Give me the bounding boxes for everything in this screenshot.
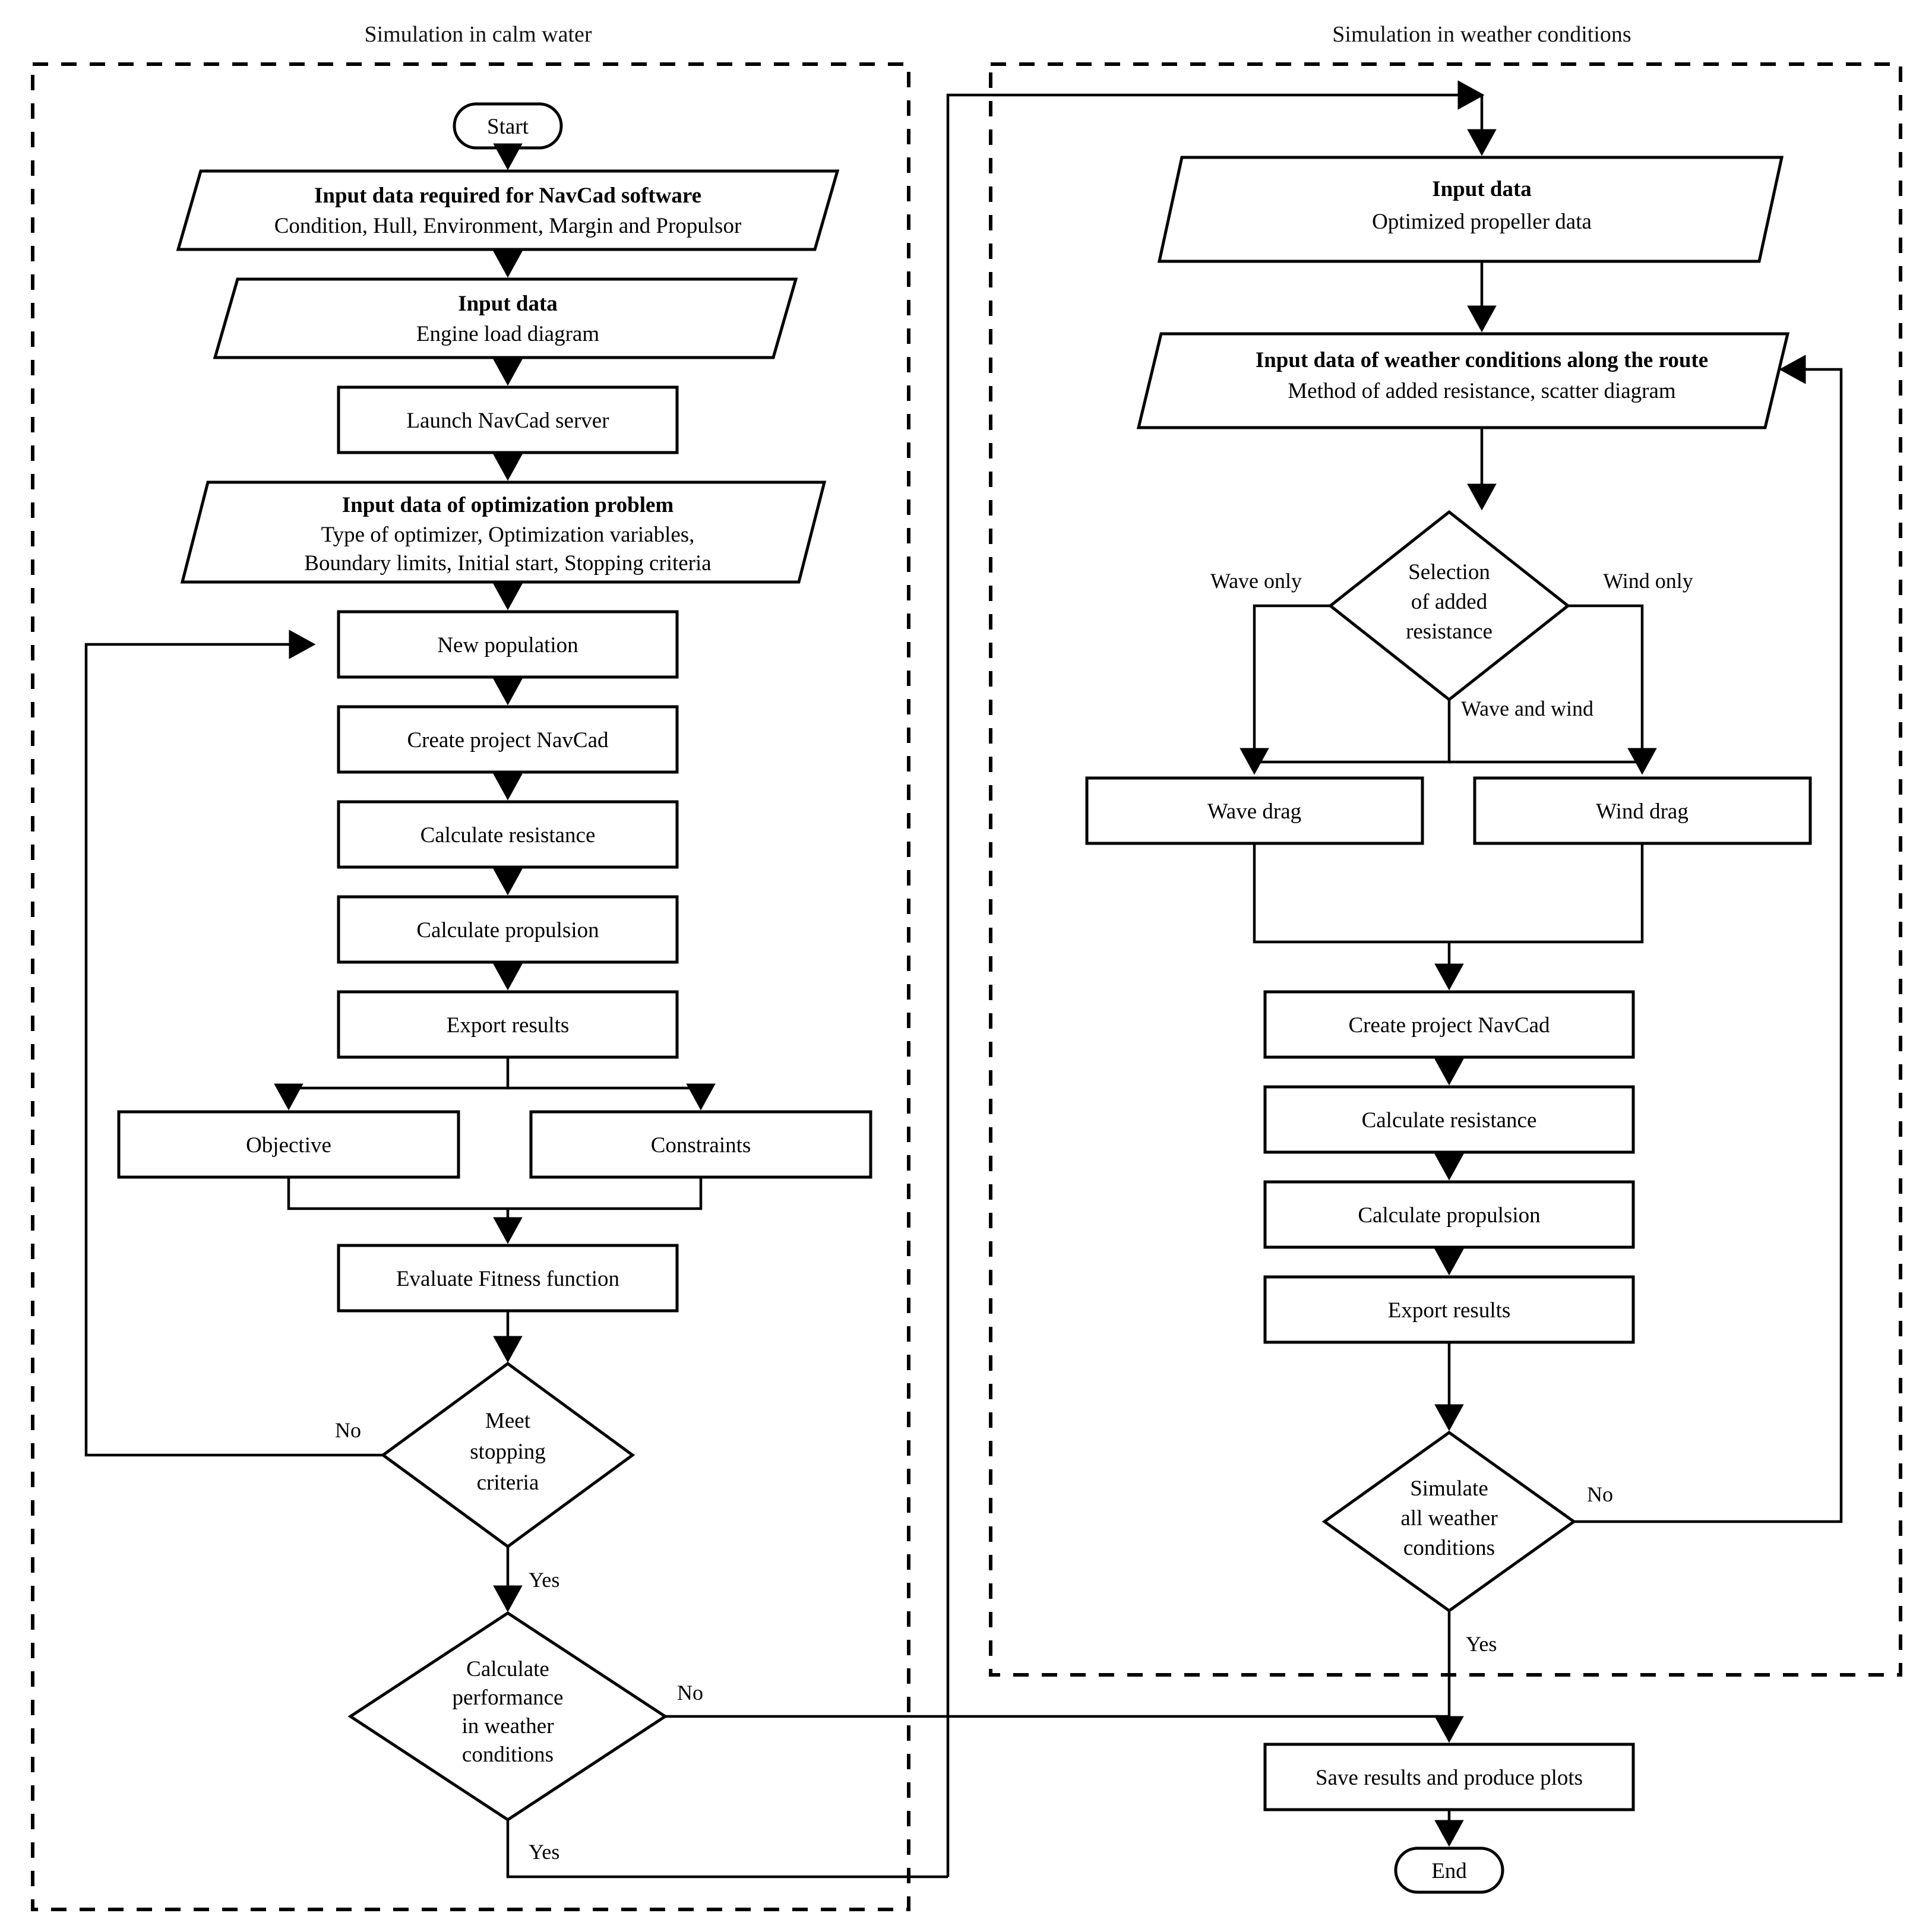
node-input-navcad [176, 169, 840, 251]
node-input-engine-title: Input data [458, 292, 558, 316]
edge-label-wind-only: Wind only [1603, 569, 1693, 593]
edge-perf-yes-down [506, 1820, 948, 1879]
node-simulate-all-line3: conditions [1403, 1536, 1495, 1560]
node-new-population [337, 610, 679, 679]
node-objective-label: Objective [246, 1133, 331, 1158]
node-simulate-all-line1: Simulate [1410, 1476, 1488, 1501]
node-input-optimization-detail1: Type of optimizer, Optimization variable… [321, 523, 695, 547]
edge-label-stopping-no: No [335, 1418, 361, 1442]
edge-stopping-no-to-newpop [84, 630, 383, 1457]
group-box-weather [989, 62, 1902, 1677]
node-wind-drag [1473, 776, 1812, 845]
edge-export-to-objective [274, 1057, 510, 1111]
node-evaluate-fitness [337, 1244, 679, 1313]
node-selection-line2: of added [1411, 590, 1488, 614]
edge-label-perf-yes: Yes [529, 1840, 559, 1864]
node-calculate-resistance-calm [337, 800, 679, 869]
node-create-project-navcad-weather [1263, 990, 1635, 1059]
node-meet-stopping-line1: Meet [485, 1409, 531, 1433]
node-input-weather-route-title: Input data of weather conditions along t… [1256, 348, 1708, 372]
node-create-project-navcad-weather-label: Create project NavCad [1348, 1013, 1550, 1038]
node-export-results-calm-label: Export results [447, 1013, 570, 1038]
node-create-project-navcad-calm [337, 705, 679, 774]
node-wave-drag-label: Wave drag [1207, 799, 1301, 824]
node-simulate-all-line2: all weather [1400, 1506, 1497, 1531]
node-selection-line1: Selection [1408, 560, 1490, 584]
node-new-population-label: New population [437, 633, 578, 657]
node-calculate-resistance-weather-label: Calculate resistance [1362, 1108, 1537, 1133]
node-export-results-weather-label: Export results [1388, 1298, 1511, 1323]
node-calculate-propulsion-weather-label: Calculate propulsion [1358, 1203, 1540, 1228]
node-input-optimized-propeller [1157, 156, 1784, 263]
node-meet-stopping-line2: stopping [470, 1440, 545, 1464]
node-export-results-weather [1263, 1275, 1635, 1344]
node-end [1394, 1846, 1504, 1894]
edge-label-simulate-no: No [1587, 1482, 1613, 1506]
node-calculate-resistance-weather [1263, 1085, 1635, 1154]
panel-title-calm-water: Simulation in calm water [364, 22, 592, 47]
node-input-optimization [180, 480, 827, 584]
edge-label-wave-only: Wave only [1210, 569, 1302, 593]
edge-export-to-constraints [508, 1083, 716, 1111]
node-create-project-navcad-calm-label: Create project NavCad [407, 728, 609, 752]
edge-simulate-no-to-weatherinput [1574, 355, 1843, 1523]
edge-label-stopping-yes: Yes [529, 1568, 559, 1592]
edge-perf-no-to-weather-panel [665, 80, 1485, 1718]
edge-label-perf-no: No [677, 1681, 703, 1705]
node-calculate-propulsion-calm-label: Calculate propulsion [416, 918, 599, 943]
node-wave-drag [1085, 776, 1424, 845]
node-evaluate-fitness-label: Evaluate Fitness function [396, 1267, 619, 1291]
node-calc-perf-line3: in weather [461, 1714, 554, 1738]
edge-wind-only-to-winddrag [1568, 604, 1657, 775]
node-input-engine-detail: Engine load diagram [416, 322, 599, 346]
node-start-label: Start [487, 115, 529, 139]
node-input-optimized-propeller-detail: Optimized propeller data [1372, 210, 1592, 234]
node-input-optimized-propeller-title: Input data [1432, 177, 1532, 201]
node-calc-perf-line4: conditions [462, 1743, 554, 1767]
edge-objective-constraints-merge [287, 1177, 703, 1210]
edge-label-simulate-yes: Yes [1466, 1632, 1497, 1656]
node-objective [117, 1110, 460, 1179]
node-calculate-resistance-calm-label: Calculate resistance [420, 823, 596, 848]
node-end-label: End [1431, 1859, 1467, 1883]
node-save-results [1263, 1743, 1635, 1811]
node-input-weather-route-detail: Method of added resistance, scatter diag… [1288, 379, 1676, 403]
node-calc-perf-line1: Calculate [466, 1657, 549, 1681]
node-launch-navcad-server-label: Launch NavCad server [406, 409, 609, 433]
node-input-navcad-title: Input data required for NavCad software [314, 184, 701, 208]
node-selection-line3: resistance [1406, 619, 1493, 644]
group-box-calm-water [31, 62, 910, 1911]
node-input-optimization-title: Input data of optimization problem [342, 493, 674, 517]
edge-wave-only-to-wavedrag [1239, 604, 1330, 775]
node-calc-perf-line2: performance [453, 1686, 564, 1710]
node-input-engine [213, 277, 798, 359]
node-meet-stopping-line3: criteria [477, 1471, 539, 1495]
node-save-results-label: Save results and produce plots [1316, 1766, 1583, 1790]
node-constraints-label: Constraints [651, 1133, 751, 1158]
node-calculate-propulsion-weather [1263, 1180, 1635, 1249]
edge-label-wave-and-wind: Wave and wind [1461, 697, 1593, 720]
node-wind-drag-label: Wind drag [1596, 799, 1688, 824]
node-input-optimization-detail2: Boundary limits, Initial start, Stopping… [304, 551, 711, 576]
node-constraints [529, 1110, 872, 1179]
panel-title-weather: Simulation in weather conditions [1332, 22, 1631, 47]
node-input-navcad-detail: Condition, Hull, Environment, Margin and… [274, 214, 742, 238]
node-input-weather-route [1136, 332, 1790, 429]
